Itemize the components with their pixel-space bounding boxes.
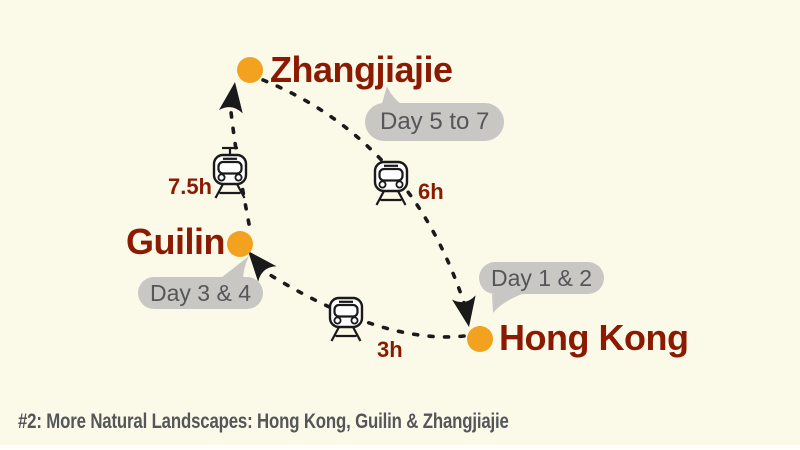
stay-badge-hongkong: Day 1 & 2	[479, 262, 604, 295]
map-caption: #2: More Natural Landscapes: Hong Kong, …	[18, 410, 509, 433]
route-path-zhangjiajie-hongkong	[261, 78, 466, 305]
train-icon	[373, 160, 409, 207]
badge-tail-hongkong	[492, 294, 522, 313]
duration-label-zhangjiajie-hongkong: 6h	[418, 179, 444, 204]
stay-badge-zhangjiajie: Day 5 to 7	[365, 103, 505, 141]
bottom-edge-strip	[0, 445, 800, 450]
route-path-hongkong-guilin	[257, 266, 466, 339]
arrowhead-icon	[218, 80, 247, 114]
stay-badge-guilin: Day 3 & 4	[138, 277, 263, 310]
city-label-zhangjiajie: Zhangjiajie	[270, 49, 453, 90]
train-icon	[212, 146, 248, 200]
badge-tail-guilin	[217, 256, 249, 281]
duration-label-guilin-zhangjiajie: 7.5h	[167, 174, 212, 199]
train-icon	[328, 296, 364, 343]
city-label-guilin: Guilin	[126, 221, 226, 262]
city-label-hongkong: Hong Kong	[499, 317, 689, 358]
duration-label-hongkong-guilin: 3h	[377, 337, 403, 362]
city-dot-hongkong	[467, 326, 493, 352]
city-dot-zhangjiajie	[237, 57, 263, 83]
city-dot-guilin	[227, 231, 253, 257]
arrowhead-icon	[451, 295, 481, 330]
